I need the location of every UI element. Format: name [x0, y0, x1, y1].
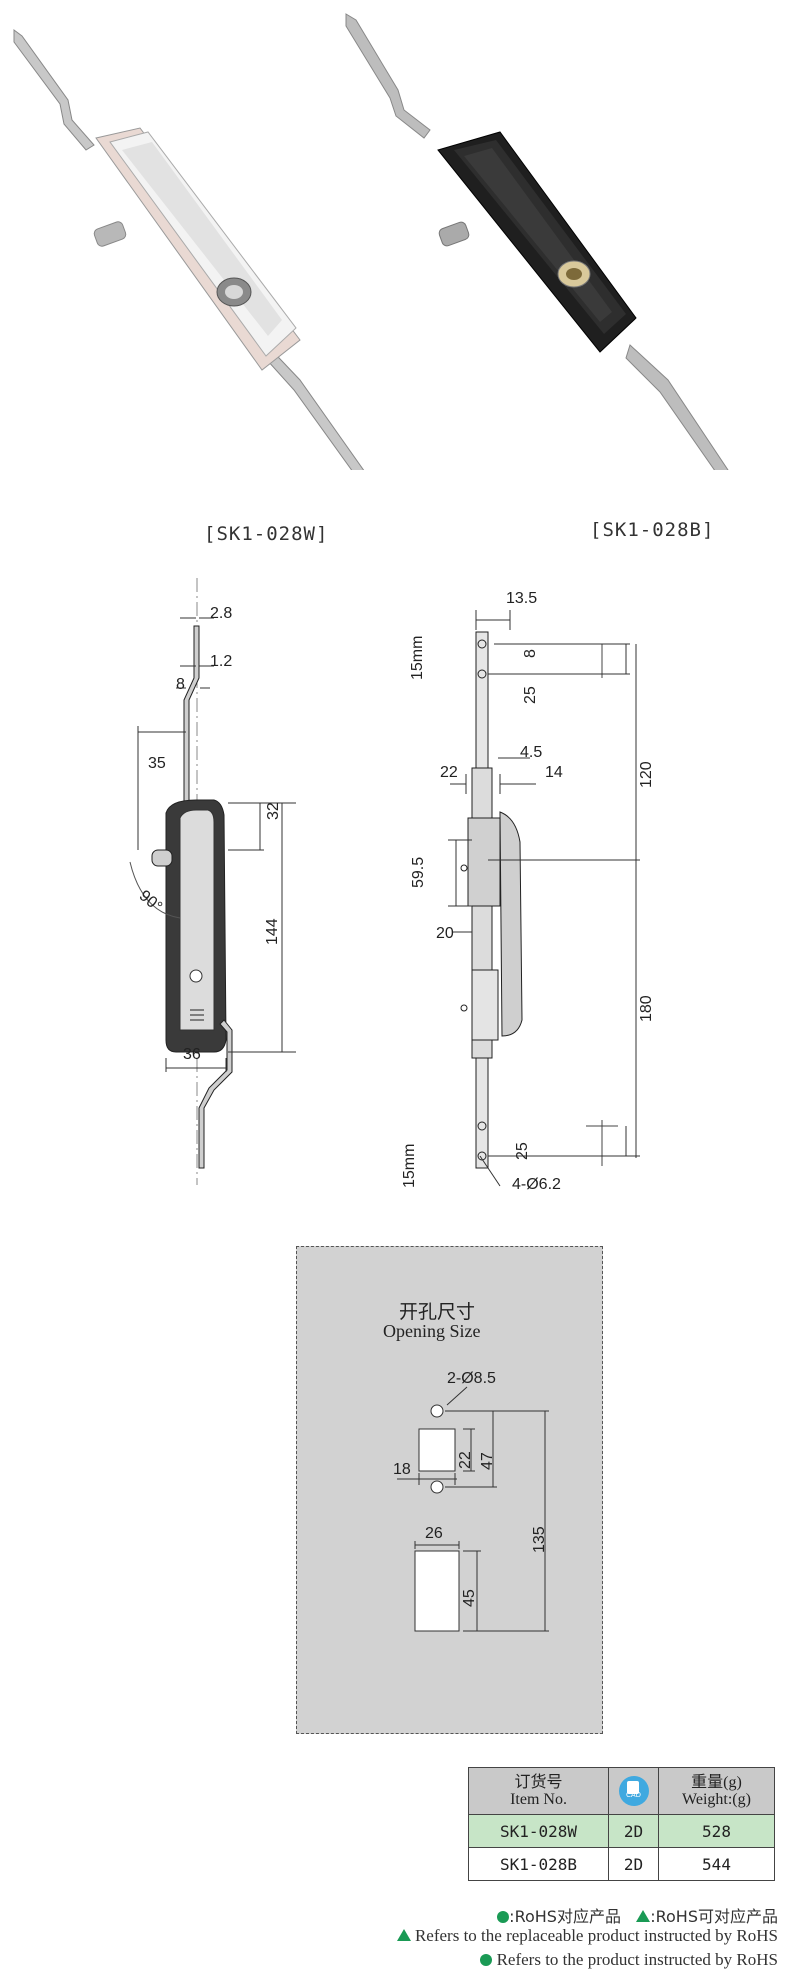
header-item-cn: 订货号: [514, 1774, 563, 1791]
legend-replaceable-text: Refers to the replaceable product instru…: [414, 1926, 778, 1945]
dim-35: 35: [148, 755, 166, 772]
dim-36: 36: [183, 1046, 201, 1063]
dim-8-front: 8: [522, 649, 539, 658]
legend-line-2: Refers to the replaceable product instru…: [396, 1926, 778, 1946]
legend-instructed-text: Refers to the product instructed by RoHS: [496, 1950, 778, 1969]
caption-sk1-028b: [SK1-028B]: [590, 519, 715, 541]
rohs-dot-icon: [497, 1911, 510, 1923]
dim-32: 32: [265, 802, 282, 820]
latch-black-photo: [345, 13, 729, 470]
opening-dim-18: 18: [393, 1461, 411, 1478]
dim-144: 144: [264, 918, 281, 945]
row-item-no: SK1-028B: [468, 1847, 609, 1881]
dim-22-front: 22: [440, 764, 458, 781]
travel-bottom-label: 15mm: [401, 1143, 418, 1188]
dim-120: 120: [638, 761, 655, 788]
table-row: SK1-028B 2D 544: [468, 1847, 775, 1881]
row-weight: 528: [658, 1814, 775, 1848]
opening-dim-22: 22: [457, 1451, 474, 1469]
opening-dim-26: 26: [425, 1525, 443, 1542]
dim-59-5: 59.5: [410, 856, 427, 888]
dim-180: 180: [638, 995, 655, 1022]
cad-icon: CAD: [618, 1776, 649, 1806]
legend-rohs-replaceable: :RoHS可对应产品: [650, 1907, 778, 1926]
dim-8: 8: [176, 676, 185, 693]
legend-rohs-compliant: :RoHS对应产品: [509, 1907, 621, 1926]
spec-table: 订货号 Item No. CAD 重量(g) Weight:(g) SK1-02…: [468, 1767, 775, 1881]
rohs-triangle-icon: [396, 1929, 411, 1941]
opening-dim-45: 45: [461, 1589, 478, 1607]
row-item-no: SK1-028W: [468, 1814, 609, 1848]
dim-25-bottom: 25: [514, 1142, 531, 1160]
rohs-triangle-icon: [636, 1910, 651, 1922]
caption-sk1-028w: [SK1-028W]: [204, 523, 329, 545]
dim-4-5: 4.5: [520, 744, 543, 761]
opening-title-en: Opening Size: [383, 1321, 481, 1341]
rohs-dot-icon: [480, 1954, 493, 1966]
header-weight-cn: 重量(g): [691, 1774, 742, 1791]
latch-white-photo: [13, 29, 365, 470]
row-cad: 2D: [608, 1814, 659, 1848]
opening-dim-47: 47: [479, 1452, 496, 1470]
dim-holes-front: 4-Ø6.2: [512, 1176, 561, 1193]
dim-2-8: 2.8: [210, 605, 233, 622]
dim-14: 14: [545, 764, 563, 781]
header-weight: 重量(g) Weight:(g): [658, 1767, 775, 1815]
travel-top-label: 15mm: [409, 635, 426, 680]
row-cad: 2D: [608, 1847, 659, 1881]
opening-dim-135: 135: [531, 1526, 548, 1553]
product-photos: [13, 13, 729, 470]
table-row: SK1-028W 2D 528: [468, 1814, 775, 1848]
header-weight-en: Weight:(g): [682, 1791, 751, 1808]
dim-1-2: 1.2: [210, 653, 233, 670]
table-header-row: 订货号 Item No. CAD 重量(g) Weight:(g): [468, 1767, 775, 1815]
row-weight: 544: [658, 1847, 775, 1881]
legend-line-3: Refers to the product instructed by RoHS: [480, 1950, 778, 1970]
dim-13-5: 13.5: [506, 590, 538, 607]
opening-title-cn: 开孔尺寸: [399, 1301, 476, 1323]
dim-20: 20: [436, 925, 454, 942]
dim-25-top: 25: [522, 686, 539, 704]
opening-holes-label: 2-Ø8.5: [447, 1370, 496, 1387]
side-view-drawing: [129, 578, 296, 1185]
opening-size-panel: 开孔尺寸 Opening Size 2-Ø8.5 22 47 18 135 26…: [296, 1246, 603, 1734]
header-cad: CAD: [608, 1767, 659, 1815]
header-item-en: Item No.: [510, 1791, 567, 1808]
header-item-no: 订货号 Item No.: [468, 1767, 609, 1815]
legend-line-1: :RoHS对应产品 :RoHS可对应产品: [497, 1903, 778, 1927]
front-view-drawing: [448, 610, 640, 1187]
opening-drawing: [397, 1386, 549, 1632]
